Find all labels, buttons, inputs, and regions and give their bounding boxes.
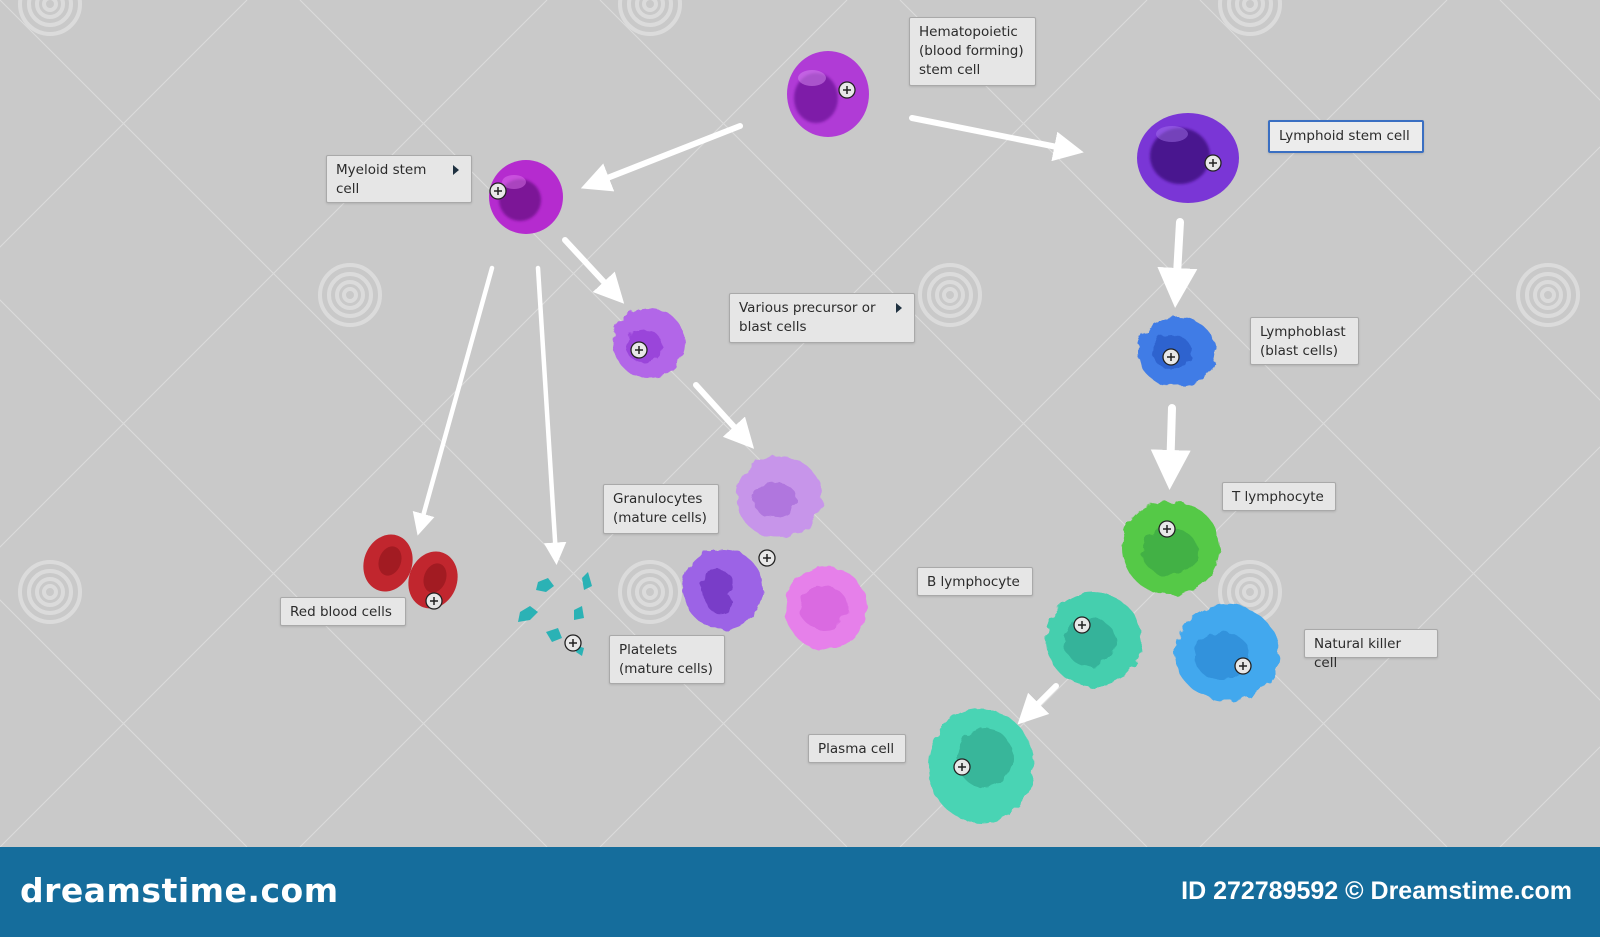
label-natural-killer-cell[interactable]: Natural killer cell	[1304, 629, 1438, 671]
arrow-precursor-to-granulocytes	[693, 382, 755, 449]
plus-circle-icon[interactable]	[1073, 616, 1091, 634]
watermark-line	[1499, 746, 1600, 847]
cell-diagram	[0, 0, 1600, 847]
granulocyte-cell-3	[785, 566, 867, 650]
label-granulocytes[interactable]: Granulocytes (mature cells)	[603, 484, 719, 534]
flow-arrows	[412, 115, 1198, 725]
arrow-lymphoid-to-lymphoblast	[1157, 218, 1198, 308]
watermark-spiral-icon	[1516, 263, 1580, 327]
label-plasma-cell[interactable]: Plasma cell	[808, 734, 906, 763]
label-platelets[interactable]: Platelets (mature cells)	[609, 635, 725, 684]
arrow-lymphoblast-to-t	[1150, 404, 1191, 490]
arrow-myeloid-to-precursor	[562, 237, 625, 304]
label-t-lymphocyte[interactable]: T lymphocyte	[1222, 482, 1336, 511]
plus-circle-icon[interactable]	[564, 634, 582, 652]
b-lymphocyte-cell	[1046, 593, 1142, 687]
label-b-lymphocyte[interactable]: B lymphocyte	[917, 567, 1033, 596]
watermark-spiral-icon	[18, 560, 82, 624]
label-lymphoid-stem-cell[interactable]: Lymphoid stem cell	[1268, 120, 1424, 153]
caret-right-icon[interactable]	[453, 165, 459, 175]
watermark-line	[1199, 446, 1600, 847]
footer-bar: dreamstime.com ID 272789592 © Dreamstime…	[0, 847, 1600, 937]
image-id-credit: ID 272789592 © Dreamstime.com	[1181, 877, 1572, 905]
watermark-line	[599, 0, 1448, 847]
label-various-precursor[interactable]: Various precursor or blast cells	[729, 293, 915, 343]
granulocyte-cell-1	[736, 456, 822, 538]
label-hematopoietic-stem-cell[interactable]: Hematopoietic (blood forming) stem cell	[909, 17, 1036, 86]
caret-right-icon[interactable]	[896, 303, 902, 313]
platelets	[518, 572, 592, 656]
watermark-spiral-icon	[318, 263, 382, 327]
arrow-hsc-to-myeloid	[580, 123, 743, 192]
label-text: Myeloid stem cell	[336, 162, 427, 197]
watermark-spiral-icon	[618, 0, 682, 36]
watermark-spiral-icon	[18, 0, 82, 36]
plus-circle-icon[interactable]	[838, 81, 856, 99]
label-text: Various precursor or blast cells	[739, 300, 876, 335]
t-lymphocyte-cell	[1122, 501, 1220, 595]
watermark-line	[0, 299, 548, 847]
watermark-line	[0, 599, 248, 847]
plus-circle-icon[interactable]	[1162, 348, 1180, 366]
hsc-cell	[787, 51, 869, 137]
plus-circle-icon[interactable]	[489, 182, 507, 200]
plus-circle-icon[interactable]	[1204, 154, 1222, 172]
watermark-line	[1499, 0, 1600, 101]
plasma-cell	[928, 709, 1034, 823]
precursor-cell	[613, 308, 685, 378]
red-blood-cells	[363, 534, 458, 609]
plus-circle-icon[interactable]	[630, 341, 648, 359]
plus-circle-icon[interactable]	[1158, 520, 1176, 538]
arrow-b-to-plasma	[1017, 683, 1059, 725]
watermark-spiral-icon	[918, 263, 982, 327]
plus-icons[interactable]	[425, 81, 1252, 776]
myeloid-stem-cell	[489, 160, 563, 234]
diagram-canvas: Hematopoietic (blood forming) stem cell …	[0, 0, 1600, 847]
watermark-line	[0, 0, 248, 248]
label-lymphoblast[interactable]: Lymphoblast (blast cells)	[1250, 317, 1359, 365]
plus-circle-icon[interactable]	[1234, 657, 1252, 675]
plus-circle-icon[interactable]	[758, 549, 776, 567]
arrow-myeloid-to-rbc	[412, 265, 495, 536]
nk-cell	[1175, 605, 1279, 701]
arrow-myeloid-to-platelets	[535, 265, 567, 565]
arrow-hsc-to-lymphoid	[909, 115, 1084, 162]
lymphoid-stem-cell	[1137, 113, 1239, 203]
watermark-spiral-icon	[618, 560, 682, 624]
label-red-blood-cells[interactable]: Red blood cells	[280, 597, 406, 626]
granulocyte-cell-2	[683, 549, 763, 629]
label-myeloid-stem-cell[interactable]: Myeloid stem cell	[326, 155, 472, 203]
watermark-line	[0, 0, 848, 847]
plus-circle-icon[interactable]	[953, 758, 971, 776]
plus-circle-icon[interactable]	[425, 592, 443, 610]
watermark-line	[0, 0, 548, 548]
watermark-spiral-icon	[1218, 0, 1282, 36]
brand-logo[interactable]: dreamstime.com	[20, 871, 339, 910]
